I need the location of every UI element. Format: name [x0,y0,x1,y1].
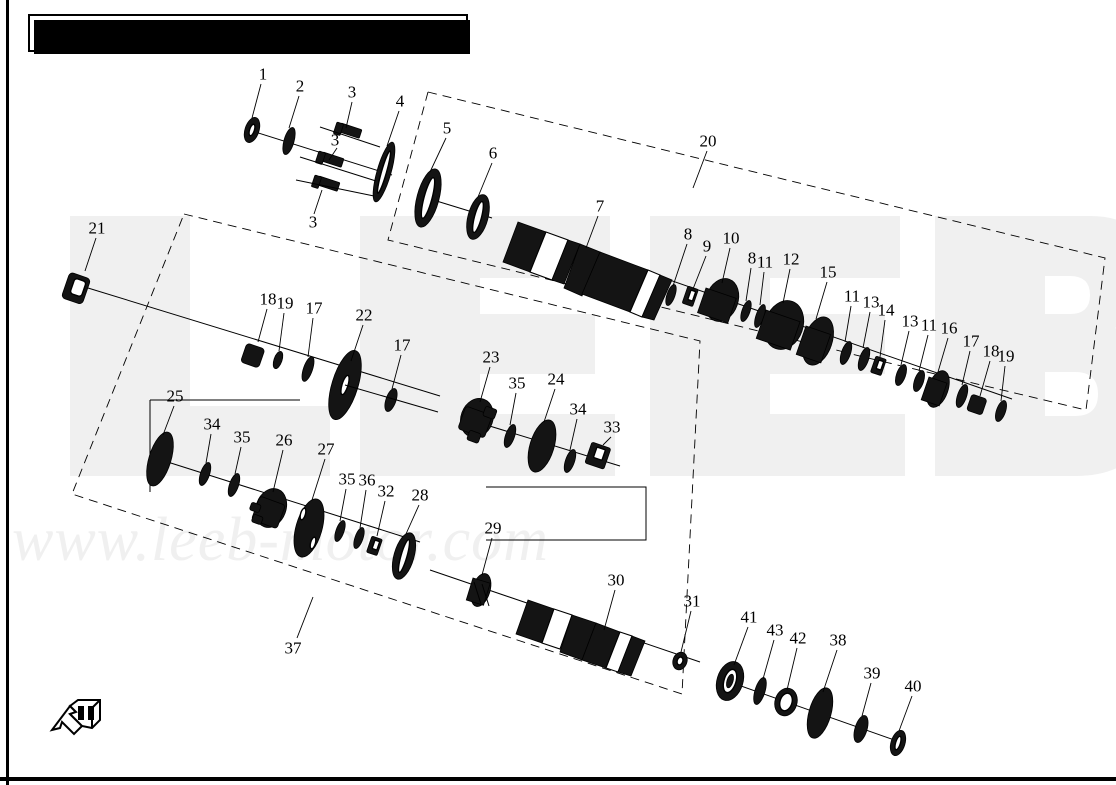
part-10-gear [697,278,740,324]
callout-number-17: 17 [305,298,323,318]
page-title: 换挡变速系统(2)/TRANSMISSION SYSTEM(2) [52,23,462,46]
callout-number-18: 18 [259,289,277,309]
callout-number-30: 30 [607,570,625,590]
callout-number-3: 3 [330,130,340,150]
callout-number-24: 24 [547,369,565,389]
shaft-assembly-3 [61,272,441,421]
frame-left-border [6,0,9,785]
shaft-assembly-6 [429,569,701,677]
callout-number-14: 14 [877,300,895,320]
shaft-assembly-4 [458,398,621,473]
shaft-assembly-5 [146,431,421,580]
callout-number-9: 9 [702,236,712,256]
callout-number-15: 15 [819,262,837,282]
shaft-assembly-2 [414,168,493,240]
callout-number-42: 42 [789,628,807,648]
callout-number-8: 8 [683,224,693,244]
callout-number-41: 41 [740,607,758,627]
callout-number-25: 25 [166,386,184,406]
callout-number-11: 11 [920,315,938,335]
callout-number-32: 32 [377,481,395,501]
callout-number-17: 17 [962,331,980,351]
part-23-shift-fork [458,398,498,444]
callout-number-1: 1 [258,64,268,84]
callout-number-2: 2 [295,76,305,96]
callout-number-38: 38 [829,630,847,650]
shaft-assembly-1 [243,117,396,203]
callout-number-39: 39 [863,663,881,683]
callout-number-21: 21 [88,218,106,238]
callout-number-11: 11 [756,252,774,272]
part-29-spacer [465,573,492,607]
title-box-shadow [34,20,470,54]
part-41-bearing [715,661,745,701]
callout-number-33: 33 [603,417,621,437]
part-16-gear [920,370,950,408]
callout-number-29: 29 [484,518,502,538]
part-30-shaft [515,599,646,677]
part-25-gear [146,431,174,487]
callout-number-3: 3 [308,212,318,232]
callout-number-10: 10 [722,228,740,248]
callout-number-22: 22 [355,305,373,325]
callout-number-3: 3 [347,82,357,102]
callout-number-28: 28 [411,485,429,505]
direction-arrow-icon [49,699,101,736]
part-3-bolt-c [311,174,341,192]
callout-number-17: 17 [393,335,411,355]
part-28-bushing [391,532,417,580]
callout-number-35: 35 [233,427,251,447]
callout-number-13: 13 [901,311,919,331]
callout-number-36: 36 [358,470,376,490]
callout-number-8: 8 [747,248,757,268]
callout-number-26: 26 [275,430,293,450]
frame-bottom-border [0,777,1116,781]
inner-bracket-mid [486,486,647,541]
callout-number-5: 5 [442,118,452,138]
shaft-assembly-7 [715,661,907,756]
callout-number-23: 23 [482,347,500,367]
callout-number-40: 40 [904,676,922,696]
callout-number-35: 35 [338,469,356,489]
part-38-gear [806,687,834,739]
callout-number-4: 4 [395,91,405,111]
callout-number-31: 31 [683,591,701,611]
callout-number-19: 19 [997,346,1015,366]
part-3-bolt-b [315,150,345,168]
part-26-shift-fork [249,488,288,529]
diagram-title-box: 换挡变速系统(2)/TRANSMISSION SYSTEM(2) [28,14,470,54]
callout-number-34: 34 [203,414,221,434]
callout-number-16: 16 [940,318,958,338]
part-40-bushing [889,730,907,756]
callout-number-19: 19 [276,293,294,313]
callout-number-6: 6 [488,143,498,163]
part-33-block [584,442,611,470]
callout-number-20: 20 [699,131,717,151]
callout-number-27: 27 [317,439,335,459]
part-31-ring [672,651,688,671]
callout-number-43: 43 [766,620,784,640]
part-27-plate [293,498,325,558]
part-42-ring [774,687,798,717]
callout-number-37: 37 [284,638,302,658]
callout-number-34: 34 [569,399,587,419]
part-7-main-shaft [502,221,673,321]
callout-number-11: 11 [843,286,861,306]
callout-number-7: 7 [595,196,605,216]
callout-number-35: 35 [508,373,526,393]
callout-number-12: 12 [782,249,800,269]
